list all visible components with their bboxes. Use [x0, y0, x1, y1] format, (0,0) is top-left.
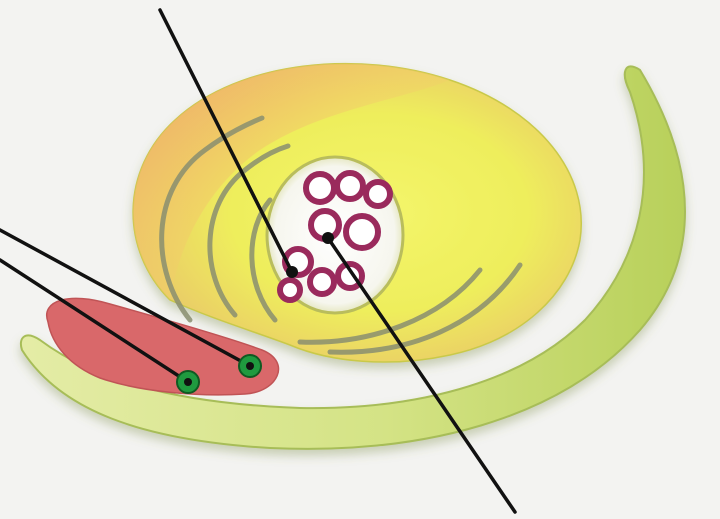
granule-ring — [310, 270, 334, 294]
dot-center — [246, 362, 254, 370]
granule-ring — [306, 174, 334, 202]
granule-ring — [337, 173, 363, 199]
granule-ring — [346, 216, 378, 248]
granule-ring — [366, 182, 390, 206]
dot-center — [184, 378, 192, 386]
leader-end-marker — [286, 266, 298, 278]
granule-ring — [280, 280, 300, 300]
leader-end-marker — [322, 232, 334, 244]
